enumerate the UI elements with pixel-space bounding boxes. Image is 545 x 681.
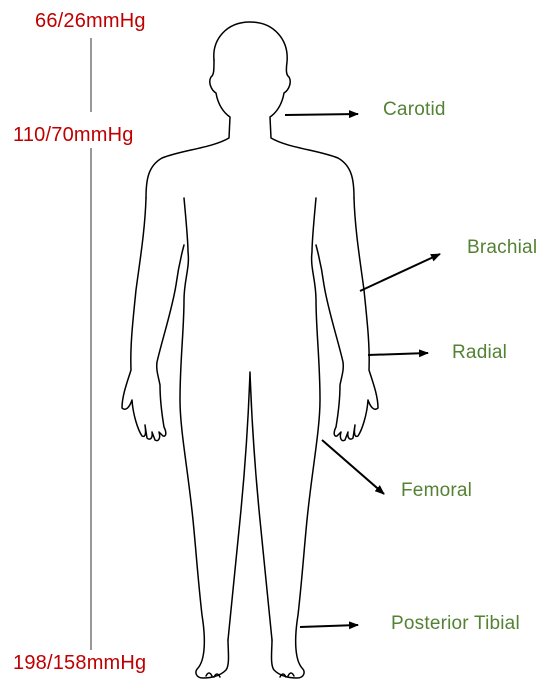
brachial-arrow [360, 254, 440, 291]
site-label-carotid: Carotid [383, 98, 446, 122]
left-torso-outline [180, 198, 229, 678]
site-label-brachial: Brachial [467, 236, 537, 260]
head-outline-left [146, 60, 230, 198]
site-label-femoral: Femoral [401, 479, 472, 503]
carotid-arrow [285, 114, 358, 115]
posterior-tibial-arrow [300, 625, 358, 627]
pressure-label-top: 66/26mmHg [35, 9, 146, 33]
pressure-label-bottom: 198/158mmHg [13, 651, 146, 675]
site-label-posterior-tibial: Posterior Tibial [391, 612, 520, 636]
right-arm-outline [316, 198, 378, 441]
femoral-arrow [322, 440, 384, 494]
radial-arrow [368, 353, 428, 355]
inner-legs-outline [228, 372, 272, 640]
right-torso-outline [272, 198, 321, 678]
head-outline [214, 22, 354, 198]
human-body-outline [122, 22, 378, 678]
left-arm-outline [122, 198, 184, 441]
pressure-label-middle: 110/70mmHg [13, 123, 134, 147]
site-label-radial: Radial [452, 341, 507, 365]
